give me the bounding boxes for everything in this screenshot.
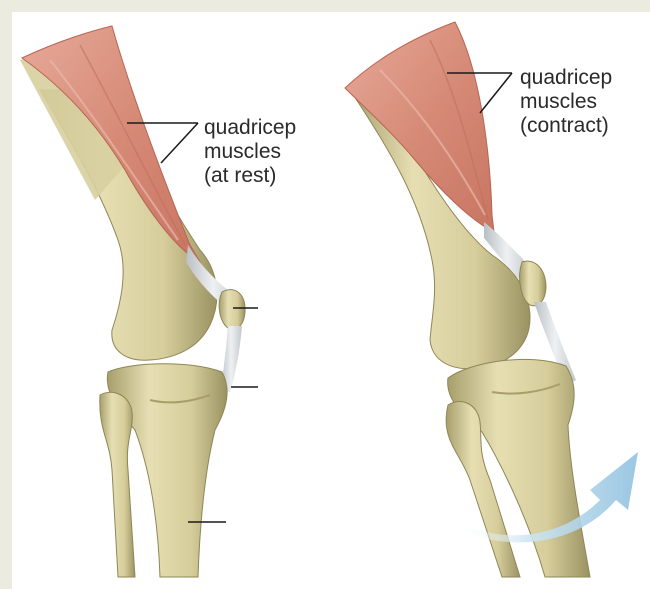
left-label-line-3: (at rest) (204, 164, 296, 188)
right-muscle-label: quadricep muscles (contract) (520, 66, 612, 138)
left-label-line-1: quadricep (204, 116, 296, 140)
right-label-line-1: quadricep (520, 66, 612, 90)
right-label-line-3: (contract) (520, 114, 612, 138)
left-label-line-2: muscles (204, 140, 296, 164)
left-fibula (100, 392, 135, 577)
left-knee-illustration (20, 26, 245, 577)
left-label-leader-2 (161, 123, 198, 163)
right-label-line-2: muscles (520, 90, 612, 114)
left-patella (219, 290, 245, 329)
right-label-leader-2 (480, 73, 512, 113)
left-muscle-label: quadricep muscles (at rest) (204, 116, 296, 188)
